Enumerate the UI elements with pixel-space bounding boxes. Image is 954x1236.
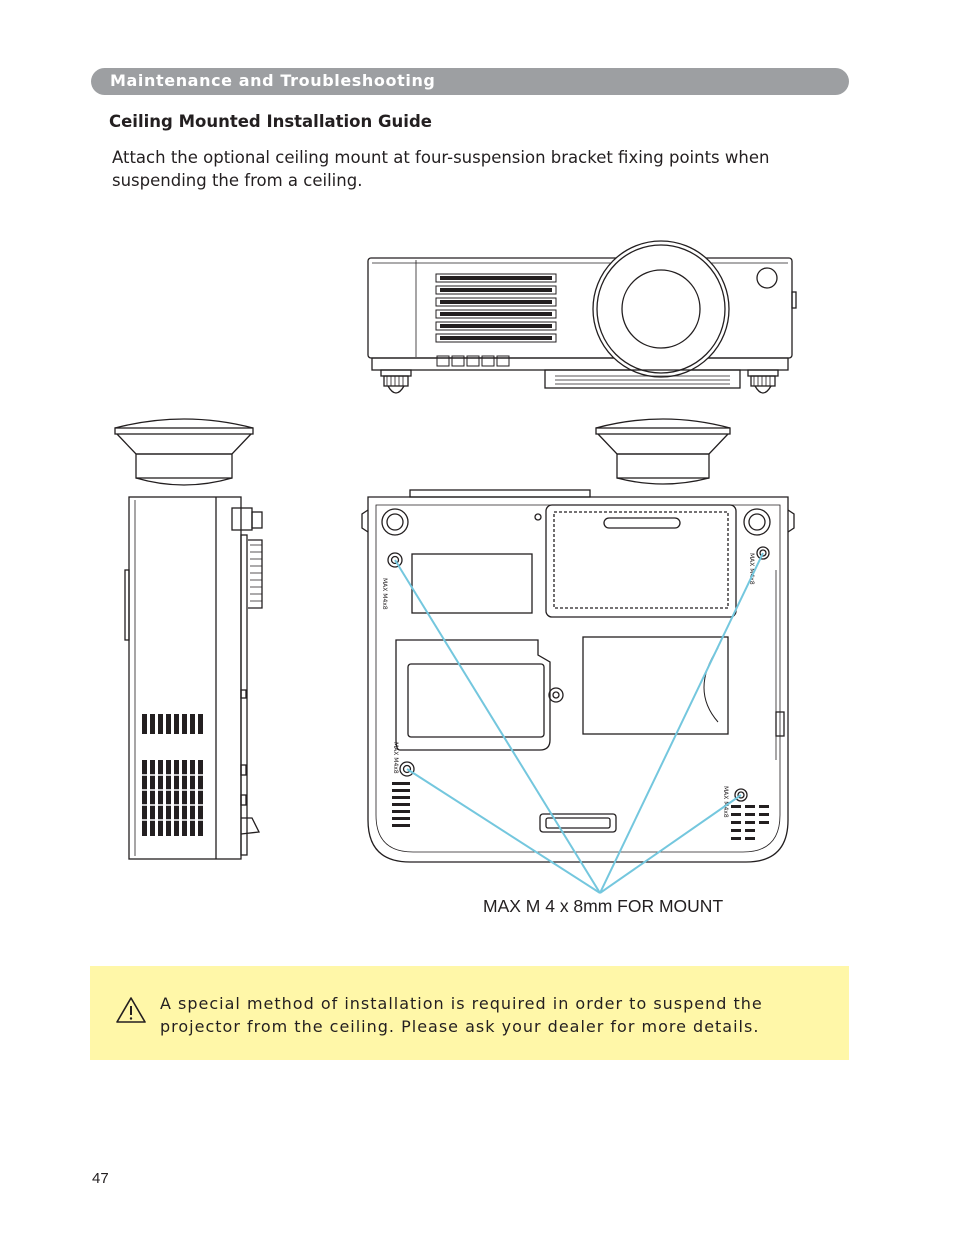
bottom-vent-right (731, 805, 769, 840)
filter-cover (582, 636, 729, 735)
mount-hole-bottom-left (399, 761, 415, 777)
front-left-foot (380, 369, 412, 394)
section-header-bar: Maintenance and Troubleshooting (91, 68, 849, 95)
warning-triangle-icon (116, 997, 146, 1023)
front-view-projector (367, 240, 797, 394)
side-view-projector (114, 418, 263, 860)
ir-sensor-window (756, 267, 778, 289)
front-lens-ring (592, 240, 730, 378)
section-title: Maintenance and Troubleshooting (110, 71, 436, 90)
page-heading: Ceiling Mounted Installation Guide (109, 112, 432, 131)
hole-label-4: MAX M4x8 (722, 786, 729, 818)
caution-note-box (90, 966, 849, 1060)
hole-label-2: MAX M4x8 (748, 553, 755, 585)
mount-screw-caption: MAX M 4 x 8mm FOR MOUNT (483, 896, 724, 916)
mount-hole-top-right (756, 546, 770, 560)
hole-label-1: MAX M4x8 (381, 578, 388, 610)
bottom-vent-left (392, 782, 410, 827)
front-lens-glass (621, 269, 701, 349)
caution-note-text: A special method of installation is requ… (160, 994, 763, 1036)
bottom-view-projector: MAX M4x8 MAX M4x8 MAX M4x8 MAX M4x8 (361, 418, 795, 863)
hole-label-3: MAX M4x8 (392, 742, 399, 774)
lamp-cover (545, 504, 737, 618)
front-vent-grille (435, 273, 557, 343)
intro-paragraph: Attach the optional ceiling mount at fou… (112, 148, 770, 190)
front-right-foot (747, 369, 779, 394)
mount-leader-lines (394, 552, 764, 894)
mount-hole-top-left (387, 552, 403, 568)
side-vent-grille (142, 714, 203, 836)
mount-hole-bottom-right (734, 788, 748, 802)
page-number: 47 (92, 1170, 109, 1187)
